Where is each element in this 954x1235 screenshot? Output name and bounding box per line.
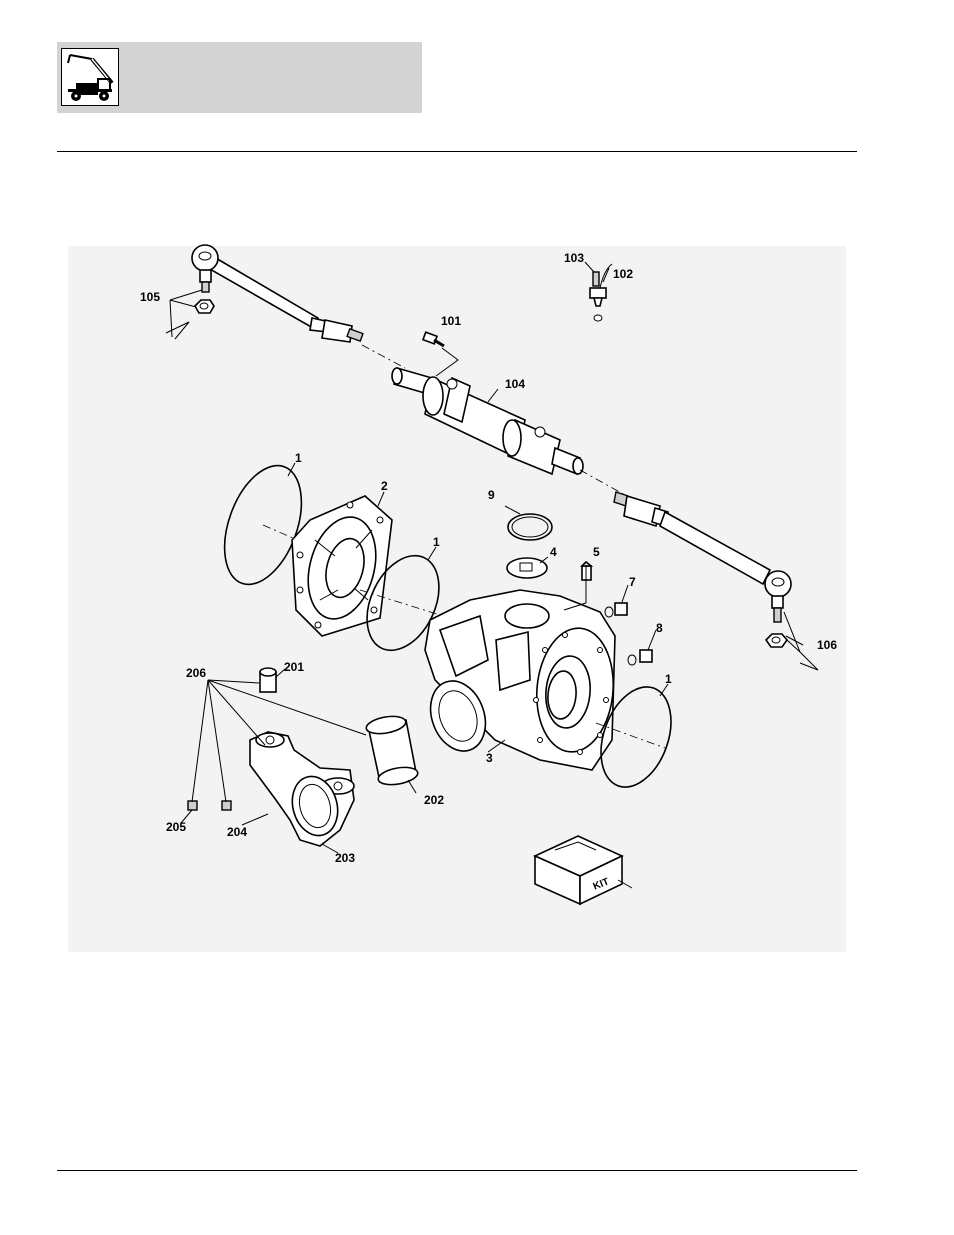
tie-rod-left xyxy=(192,245,363,342)
callout-104: 104 xyxy=(505,377,525,391)
fitting-205 xyxy=(188,801,197,810)
callout-205: 205 xyxy=(166,820,186,834)
callout-4: 4 xyxy=(550,545,557,559)
callout-204: 204 xyxy=(227,825,247,839)
fitting-204 xyxy=(222,801,231,810)
callout-5: 5 xyxy=(593,545,600,559)
steering-cylinder xyxy=(392,368,583,474)
callout-203: 203 xyxy=(335,851,355,865)
callout-1: 1 xyxy=(295,451,302,465)
kit-box xyxy=(535,836,632,904)
callout-105: 105 xyxy=(140,290,160,304)
callout-103: 103 xyxy=(564,251,584,265)
bushing-201 xyxy=(260,668,276,692)
plug-8 xyxy=(640,650,652,662)
callout-101: 101 xyxy=(441,314,461,328)
bushing-202 xyxy=(365,714,419,788)
tie-rod-right xyxy=(614,492,791,622)
callout-201: 201 xyxy=(284,660,304,674)
callout-102: 102 xyxy=(613,267,633,281)
trunnion-bracket xyxy=(250,732,354,846)
nut-105 xyxy=(195,300,214,313)
callout-2: 2 xyxy=(381,479,388,493)
callout-106: 106 xyxy=(817,638,837,652)
callout-202: 202 xyxy=(424,793,444,807)
end-cover xyxy=(292,496,392,636)
nut-106 xyxy=(766,634,787,647)
callout-3: 3 xyxy=(486,751,493,765)
callout-8: 8 xyxy=(656,621,663,635)
callout-1: 1 xyxy=(665,672,672,686)
plug-7 xyxy=(615,603,627,615)
callout-206: 206 xyxy=(186,666,206,680)
callout-9: 9 xyxy=(488,488,495,502)
axle-housing xyxy=(421,590,618,770)
bolt-101 xyxy=(423,332,444,346)
callout-1: 1 xyxy=(433,535,440,549)
grease-fitting xyxy=(590,264,612,321)
callout-7: 7 xyxy=(629,575,636,589)
